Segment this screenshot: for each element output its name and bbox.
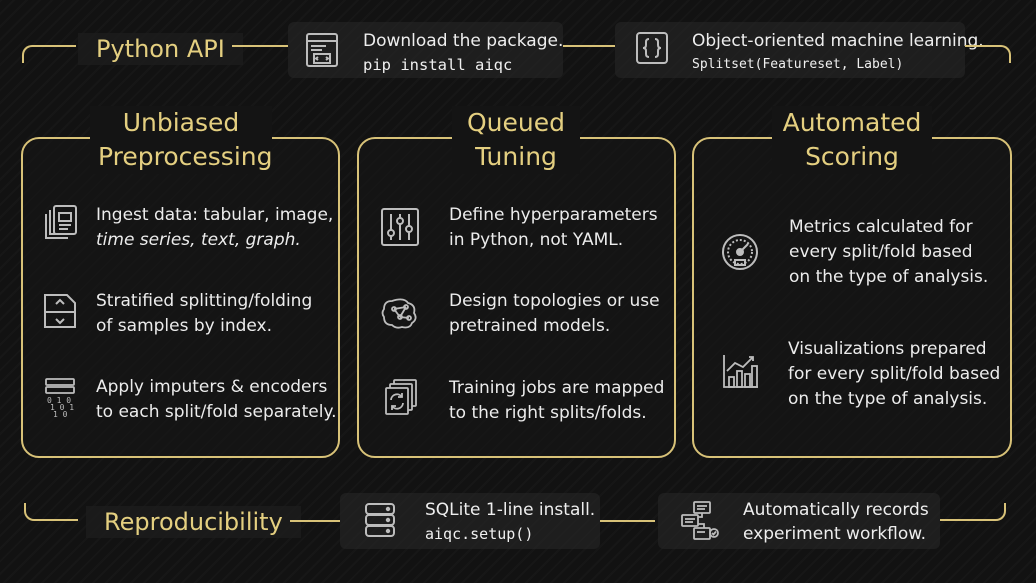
sqlite-line1: SQLite 1-line install. xyxy=(425,500,596,520)
stratified-line2: of samples by index. xyxy=(96,316,273,336)
training-jobs-line1: Training jobs are mapped xyxy=(449,378,665,398)
preprocessing-title-line2: Preprocessing xyxy=(98,142,273,171)
ingest-line1: Ingest data: tabular, image, xyxy=(96,205,334,225)
topologies-feature: Design topologies or use pretrained mode… xyxy=(449,289,660,339)
top-connector-1 xyxy=(232,45,288,47)
database-icon xyxy=(360,500,400,540)
code-window-icon xyxy=(302,30,342,70)
tuning-title: Queued Tuning xyxy=(452,106,580,174)
visualizations-line2: for every split/fold based xyxy=(788,364,1001,384)
svg-text:1 0 1: 1 0 1 xyxy=(50,403,74,412)
scoring-panel xyxy=(692,137,1012,458)
bottom-right-bracket xyxy=(940,503,1006,521)
sqlite-text: SQLite 1-line install. aiqc.setup() xyxy=(425,498,595,546)
imputers-feature: Apply imputers & encoders to each split/… xyxy=(96,375,336,425)
download-text: Download the package. pip install aiqc xyxy=(363,29,563,77)
top-connector-2 xyxy=(563,45,615,47)
topologies-line2: pretrained models. xyxy=(449,316,611,336)
sliders-icon xyxy=(380,207,420,247)
tuning-title-line1: Queued xyxy=(467,108,565,137)
python-api-title: Python API xyxy=(78,33,243,65)
ingest-feature: Ingest data: tabular, image, time series… xyxy=(96,203,333,253)
oop-line1: Object-oriented machine learning. xyxy=(692,31,984,51)
hyperparameters-line1: Define hyperparameters xyxy=(449,205,658,225)
metrics-line3: on the type of analysis. xyxy=(789,267,989,287)
oop-chip xyxy=(615,22,965,78)
metrics-feature: Metrics calculated for every split/fold … xyxy=(789,215,988,290)
scoring-title-line1: Automated xyxy=(782,108,922,137)
gauge-icon xyxy=(720,232,760,272)
visualizations-feature: Visualizations prepared for every split/… xyxy=(788,337,1000,412)
svg-text:1 0: 1 0 xyxy=(53,410,68,417)
top-right-bracket xyxy=(965,45,1011,63)
visualizations-line1: Visualizations prepared xyxy=(788,339,987,359)
workflow-icon xyxy=(680,500,720,540)
hyperparameters-line2: in Python, not YAML. xyxy=(449,230,624,250)
binary-encode-icon: 0 1 0 1 0 1 1 0 xyxy=(40,377,80,417)
metrics-line2: every split/fold based xyxy=(789,242,973,262)
records-line1: Automatically records xyxy=(743,500,929,520)
download-chip xyxy=(288,22,563,78)
bar-chart-icon xyxy=(720,351,760,391)
split-file-icon xyxy=(40,291,80,331)
ingest-line2-text: time series, text, graph. xyxy=(96,230,301,250)
hyperparameters-feature: Define hyperparameters in Python, not YA… xyxy=(449,203,658,253)
metrics-line1: Metrics calculated for xyxy=(789,217,973,237)
records-text: Automatically records experiment workflo… xyxy=(743,498,929,546)
ingest-line2: time series, text, graph. xyxy=(96,228,333,253)
tuning-title-line2: Tuning xyxy=(475,142,557,171)
bottom-connector-2 xyxy=(600,520,655,522)
preprocessing-panel xyxy=(21,137,340,458)
top-left-bracket xyxy=(22,45,76,63)
brain-network-icon xyxy=(380,293,420,333)
training-jobs-line2: to the right splits/folds. xyxy=(449,403,647,423)
sqlite-chip xyxy=(340,493,600,549)
splitset-code: Splitset(Featureset, Label) xyxy=(692,57,904,72)
documents-icon xyxy=(40,204,80,244)
svg-text:0 1 0: 0 1 0 xyxy=(47,396,71,405)
job-stack-icon xyxy=(380,378,420,418)
topologies-line1: Design topologies or use xyxy=(449,291,660,311)
bottom-connector-1 xyxy=(290,520,340,522)
aiqc-setup-code: aiqc.setup() xyxy=(425,525,534,543)
training-jobs-feature: Training jobs are mapped to the right sp… xyxy=(449,376,664,426)
bottom-left-bracket xyxy=(24,503,78,521)
records-line2: experiment workflow. xyxy=(743,524,927,544)
oop-text: Object-oriented machine learning. Splits… xyxy=(692,29,984,77)
download-line1: Download the package. xyxy=(363,31,564,51)
imputers-line2: to each split/fold separately. xyxy=(96,402,337,422)
visualizations-line3: on the type of analysis. xyxy=(788,389,988,409)
curly-braces-icon xyxy=(632,28,672,68)
stratified-line1: Stratified splitting/folding xyxy=(96,291,313,311)
imputers-line1: Apply imputers & encoders xyxy=(96,377,328,397)
pip-install-command: pip install aiqc xyxy=(363,56,513,74)
preprocessing-title: Unbiased Preprocessing xyxy=(90,106,272,174)
scoring-title: Automated Scoring xyxy=(772,106,932,174)
stratified-feature: Stratified splitting/folding of samples … xyxy=(96,289,312,339)
reproducibility-title: Reproducibility xyxy=(86,506,301,538)
preprocessing-title-line1: Unbiased xyxy=(122,108,240,137)
scoring-title-line2: Scoring xyxy=(805,142,899,171)
